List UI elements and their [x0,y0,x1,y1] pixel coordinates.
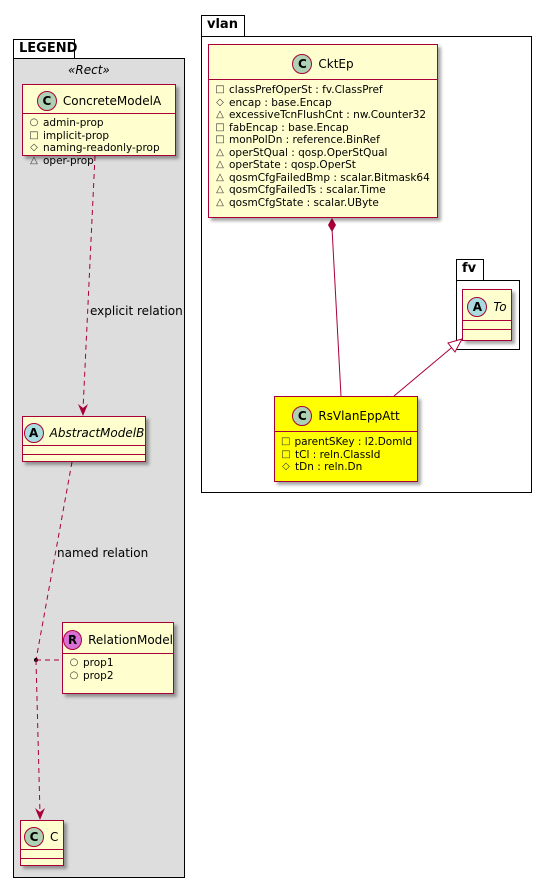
visibility-icon: □ [29,129,39,141]
attribute: excessiveTcnFlushCnt : nw.Counter32 [229,109,427,121]
attribute: qosmCfgState : scalar.UByte [229,196,379,209]
attribute: parentSKey : l2.DomId [294,436,413,448]
generalization-arrowhead [447,338,464,353]
class-c[interactable]: C C [20,820,64,866]
class-relation-model[interactable]: R RelationModel ○ prop1 ○ prop2 [62,622,174,694]
attribute: classPrefOperSt : fv.ClassPref [229,84,383,96]
named-relation-label: named relation [57,546,149,560]
visibility-icon: △ [216,159,224,170]
attribute: operState : qosp.OperSt [229,159,356,171]
visibility-icon: △ [216,184,224,195]
legend-stereotype: «Rect» [68,63,110,77]
named-relation-edge-upper [35,461,73,661]
visibility-icon: ○ [69,657,79,668]
visibility-icon: △ [216,109,224,120]
class-name: RelationModel [88,633,173,647]
composition-edge [331,227,342,397]
class-kind-icon: C [292,406,313,426]
attribute: oper-prop [43,154,94,167]
class-name: AbstractModelB [49,426,145,440]
explicit-relation-arrowhead [78,404,88,416]
visibility-icon: □ [281,448,291,460]
visibility-icon: ◇ [216,96,224,108]
visibility-icon: □ [281,436,291,447]
visibility-icon: ○ [29,117,39,128]
visibility-icon: □ [215,84,225,95]
class-name: ConcreteModelA [62,94,162,108]
attribute: naming-readonly-prop [43,142,160,154]
attribute: admin-prop [43,117,104,129]
class-kind-icon: C [24,827,44,847]
class-kind-icon: A [467,297,488,317]
visibility-icon: ◇ [30,142,38,153]
attribute: tCl : reln.ClassId [295,448,381,461]
generalization-edge [393,343,457,397]
visibility-icon: □ [215,121,225,133]
explicit-relation-edge [82,155,96,411]
named-relation-edge-lower [35,659,41,815]
visibility-icon: △ [30,154,38,166]
class-name: CktEp [318,57,354,71]
attribute: operStQual : qosp.OperStQual [229,146,388,159]
visibility-icon: △ [216,146,224,158]
class-rs-vlan-epp-att[interactable]: C RsVlanEppAtt □parentSKey : l2.DomId □ t… [274,396,418,482]
class-abstract-model-b[interactable]: A AbstractModelB [22,416,146,462]
composition-diamond [328,218,336,232]
attribute: implicit-prop [43,129,110,142]
legend-package [13,58,185,878]
attribute: prop2 [83,669,114,682]
class-kind-icon: C [292,54,313,74]
class-kind-icon: A [23,423,44,443]
class-name: RsVlanEppAtt [318,409,400,423]
attribute: monPolDn : reference.BinRef [229,134,380,146]
visibility-icon: △ [216,171,224,183]
class-kind-icon: C [36,91,57,111]
attribute: encap : base.Encap [229,96,332,109]
legend-package-tab: LEGEND [13,39,77,59]
class-name: C [50,830,59,844]
named-relation-arrowhead [35,808,45,820]
class-to[interactable]: A To [462,289,512,341]
explicit-relation-label: explicit relation [90,304,183,318]
visibility-icon: △ [216,196,224,208]
visibility-icon: □ [215,134,225,145]
attribute: prop1 [83,657,114,669]
visibility-icon: ◇ [282,461,290,472]
attribute: qosmCfgFailedTs : scalar.Time [229,184,386,196]
visibility-icon: ○ [69,669,79,681]
attribute: fabEncap : base.Encap [229,121,349,134]
attribute: qosmCfgFailedBmp : scalar.Bitmask64 [229,171,430,184]
attribute: tDn : reln.Dn [295,461,363,473]
class-cktep[interactable]: C CktEp □classPrefOperSt : fv.ClassPref … [208,44,438,218]
class-concrete-model-a[interactable]: C ConcreteModelA ○ admin-prop □ implicit-p… [22,84,176,167]
fv-package-tab: fv [456,259,484,281]
class-name: To [493,300,507,314]
vlan-package-tab: vlan [201,15,245,37]
class-kind-icon: R [63,630,83,650]
